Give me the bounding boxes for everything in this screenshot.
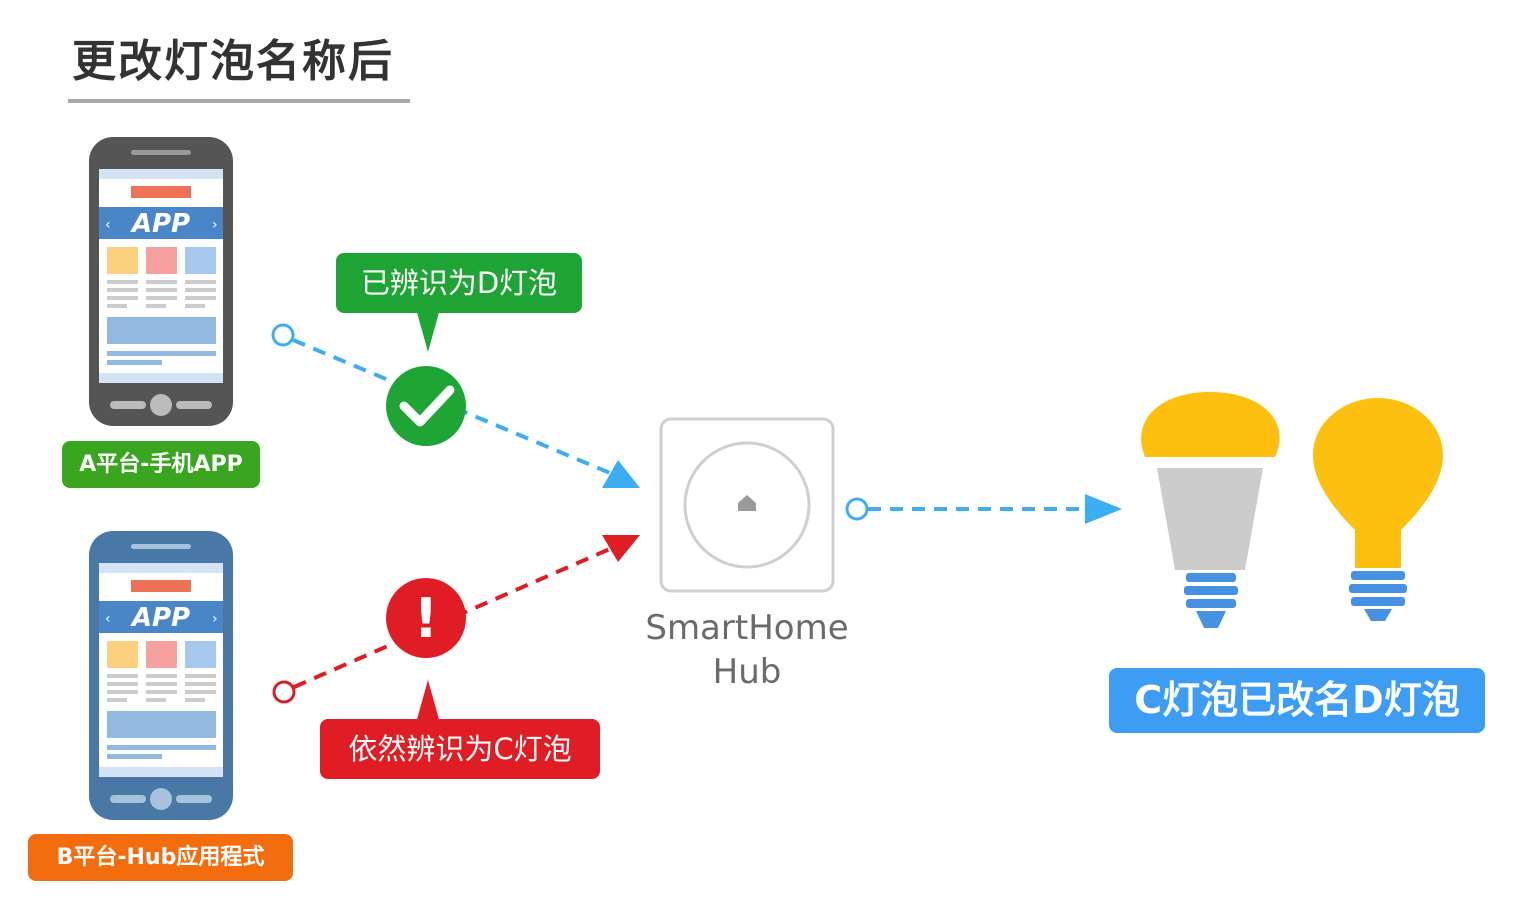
- phone-b: APP: [89, 531, 233, 820]
- bulb-2-thread-2: [1349, 584, 1407, 593]
- bulb-2-thread-3: [1351, 597, 1405, 606]
- platform-a-label: A平台-手机APP: [62, 441, 260, 488]
- phone-a-menu-key: [176, 401, 212, 409]
- page-title: 更改灯泡名称后: [72, 36, 394, 87]
- phone-a-speaker: [131, 150, 191, 155]
- phone-a-app-label: APP: [130, 209, 190, 239]
- phone-b-menu-key: [176, 795, 212, 803]
- exclamation-circle-icon: !: [386, 578, 466, 658]
- light-bulb-icon: [1141, 392, 1280, 628]
- flow-a-line: [292, 338, 611, 475]
- phone-a-screen: APP: [99, 169, 223, 383]
- phone-a-back-key: [110, 401, 146, 409]
- flow-b-arrowhead: [602, 535, 640, 562]
- bulb-1-thread-3: [1186, 599, 1236, 608]
- bulb-2-tip: [1364, 609, 1392, 621]
- result-label: C灯泡已改名D灯泡: [1109, 668, 1485, 733]
- error-callout: 依然辨识为C灯泡: [320, 719, 600, 779]
- platform-b-label: B平台-Hub应用程式: [28, 834, 293, 881]
- flow-hub-arrowhead: [1085, 494, 1122, 524]
- bulb-1-thread-1: [1186, 573, 1236, 582]
- bulb-2-glass: [1313, 398, 1443, 568]
- phone-b-home-button: [150, 788, 172, 810]
- phone-b-speaker: [131, 544, 191, 549]
- bulb-2-thread-1: [1351, 571, 1405, 580]
- light-bulb-icon: [1313, 398, 1443, 621]
- hub-label-line1: SmartHome: [645, 608, 849, 648]
- flow-b: [272, 535, 640, 704]
- phone-a: APP: [89, 137, 233, 426]
- title-underline: [68, 99, 410, 103]
- error-mark: !: [414, 587, 439, 650]
- flow-hub-start-dot: [845, 497, 869, 521]
- flow-b-start-dot: [272, 680, 296, 704]
- smarthome-hub: [659, 417, 835, 593]
- flow-hub-to-bulbs: [845, 494, 1122, 524]
- phone-b-app-label: APP: [130, 603, 190, 633]
- flow-a: [271, 323, 640, 488]
- bulb-1-dome: [1141, 392, 1280, 457]
- phone-b-back-key: [110, 795, 146, 803]
- flow-b-line: [293, 546, 613, 689]
- success-callout-pointer: [416, 309, 440, 352]
- phone-b-screen: APP: [99, 563, 223, 777]
- error-callout-pointer: [416, 680, 440, 723]
- bulb-1-housing: [1157, 468, 1263, 570]
- success-callout: 已辨识为D灯泡: [336, 253, 582, 313]
- flow-a-arrowhead: [602, 460, 640, 488]
- check-circle-icon: [386, 366, 466, 446]
- flow-a-start-dot: [271, 323, 295, 347]
- home-icon: [738, 495, 756, 511]
- hub-label-line2: Hub: [712, 652, 782, 692]
- hub-label: SmartHome Hub: [620, 606, 874, 694]
- phone-a-home-button: [150, 394, 172, 416]
- bulb-1-tip: [1196, 611, 1226, 628]
- bulb-1-thread-2: [1184, 586, 1238, 595]
